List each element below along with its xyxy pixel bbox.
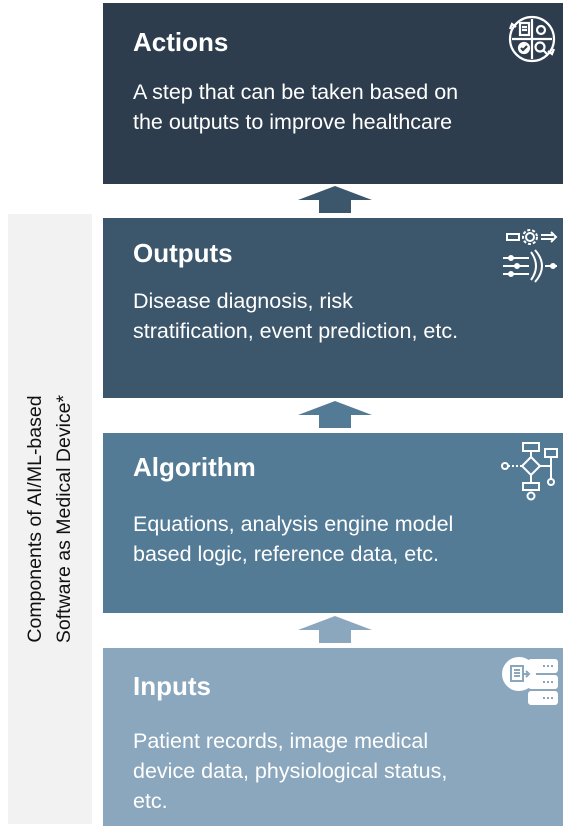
algorithm-desc-line1: Equations, analysis engine model (133, 512, 454, 536)
outputs-title: Outputs (133, 238, 233, 268)
actions-box: Actions A step that can be taken based o… (103, 3, 563, 184)
actions-desc-line1: A step that can be taken based on (133, 80, 459, 104)
algorithm-title: Algorithm (133, 452, 256, 482)
inputs-desc-line3: etc. (133, 789, 168, 813)
algorithm-desc-line2: based logic, reference data, etc. (133, 542, 439, 566)
actions-description: A step that can be taken based on the ou… (133, 77, 553, 137)
inputs-title: Inputs (133, 671, 211, 701)
side-label-line1: Components of AI/ML-based (24, 395, 46, 643)
components-bracket (8, 214, 92, 824)
outputs-desc-line2: stratification, event prediction, etc. (133, 319, 459, 343)
database-server-icon (499, 656, 561, 714)
actions-title: Actions (133, 27, 229, 57)
algorithm-box: Algorithm Equations, analysis engine mod… (103, 433, 563, 613)
inputs-desc-line2: device data, physiological status, (133, 759, 448, 783)
outputs-desc-line1: Disease diagnosis, risk (133, 289, 353, 313)
actions-desc-line2: the outputs to improve healthcare (133, 110, 453, 134)
outputs-description: Disease diagnosis, risk stratification, … (133, 286, 553, 346)
outputs-box: Outputs Disease diagnosis, risk stratifi… (103, 218, 563, 398)
inputs-description: Patient records, image medical device da… (133, 726, 553, 816)
inputs-box: Inputs Patient records, image medical de… (103, 648, 563, 826)
inputs-desc-line1: Patient records, image medical (133, 729, 429, 753)
workflow-cycle-icon (505, 11, 559, 67)
algorithm-description: Equations, analysis engine model based l… (133, 509, 553, 569)
data-processing-icon (501, 224, 559, 286)
flowchart-icon (501, 439, 561, 501)
side-label-line2: Software as Medical Device* (53, 394, 75, 644)
